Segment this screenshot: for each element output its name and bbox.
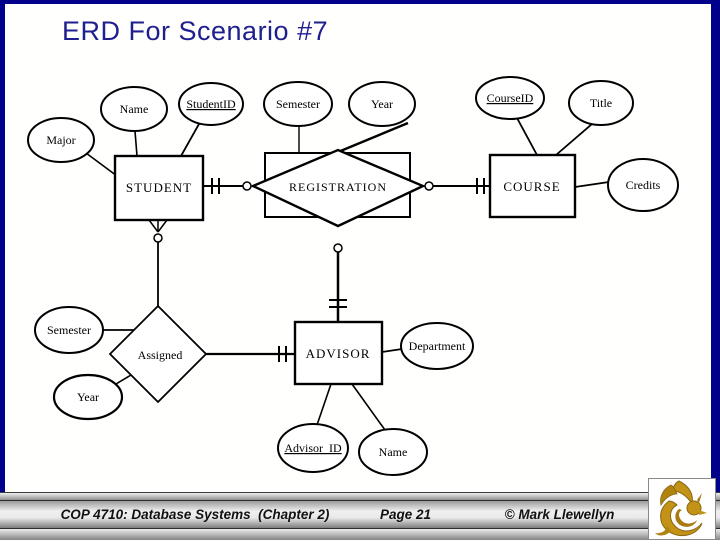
footer-strip-bottom	[0, 529, 720, 540]
cardinality-circle	[153, 233, 163, 243]
footer-course-label: COP 4710: Database Systems (Chapter 2)	[60, 507, 330, 522]
attribute-course-id: CourseID	[475, 76, 545, 120]
svg-text:Credits: Credits	[626, 178, 661, 192]
attribute-reg-year: Year	[348, 81, 416, 127]
footer-bar: COP 4710: Database Systems (Chapter 2) P…	[0, 492, 720, 540]
svg-text:Year: Year	[371, 97, 393, 111]
cardinality-circle	[424, 181, 434, 191]
attribute-student-id: StudentID	[178, 82, 244, 126]
footer-page-number: Page 21	[379, 507, 432, 522]
registration-diamond	[250, 148, 426, 228]
entity-student-label: STUDENT	[126, 180, 192, 195]
svg-text:Title: Title	[590, 96, 612, 110]
slide-border-left	[0, 0, 5, 497]
assigned-advisor-connector	[206, 346, 295, 362]
svg-text:Semester: Semester	[276, 97, 320, 111]
footer-copyright: © Mark Llewellyn	[504, 507, 615, 522]
ucf-pegasus-logo	[648, 478, 716, 540]
erd-diagram: STUDENT REGISTRATION COURSE ADVISOR Assi…	[27, 76, 679, 476]
attribute-course-credits: Credits	[607, 158, 679, 212]
entity-advisor: ADVISOR	[293, 320, 384, 386]
svg-text:Name: Name	[120, 102, 149, 116]
attribute-course-title: Title	[568, 80, 634, 126]
student-assigned-connector	[148, 219, 168, 306]
svg-text:StudentID: StudentID	[186, 97, 236, 111]
student-registration-connector	[203, 178, 252, 194]
svg-text:CourseID: CourseID	[487, 91, 534, 105]
attribute-advisor-department: Department	[400, 322, 474, 370]
footer-main-band	[0, 501, 720, 529]
svg-text:Major: Major	[46, 133, 75, 147]
entity-student: STUDENT	[113, 154, 205, 222]
entity-registration: REGISTRATION	[250, 148, 426, 228]
registration-advisor-connector	[329, 243, 347, 322]
relationship-assigned-label: Assigned	[138, 348, 183, 362]
attribute-assigned-year: Year	[52, 373, 124, 421]
svg-text:Semester: Semester	[47, 323, 91, 337]
svg-text:Department: Department	[409, 339, 466, 353]
page-title: ERD For Scenario #7	[62, 16, 329, 46]
cardinality-circle	[333, 243, 343, 253]
slide-border-top	[0, 0, 720, 4]
relationship-assigned: Assigned	[108, 304, 208, 404]
entity-registration-label: REGISTRATION	[289, 180, 387, 194]
attribute-assigned-semester: Semester	[34, 306, 104, 354]
assigned-diamond	[108, 304, 208, 404]
attribute-reg-semester: Semester	[263, 81, 333, 127]
attribute-student-name: Name	[100, 86, 168, 132]
pegasus-icon	[655, 480, 707, 537]
registration-course-connector	[424, 178, 490, 194]
crows-foot	[148, 219, 159, 233]
attribute-major: Major	[27, 117, 95, 163]
footer-strip-top	[0, 492, 720, 501]
attribute-advisor-name: Name	[358, 428, 428, 476]
svg-text:Year: Year	[77, 390, 99, 404]
attribute-advisor-id: Advisor_ID	[277, 423, 349, 473]
svg-text:Name: Name	[379, 445, 408, 459]
entity-advisor-label: ADVISOR	[306, 346, 371, 361]
cardinality-circle	[242, 181, 252, 191]
entity-course-label: COURSE	[503, 179, 560, 194]
entity-course: COURSE	[488, 153, 577, 219]
slide-border-right	[711, 0, 720, 497]
svg-text:Advisor_ID: Advisor_ID	[284, 441, 342, 455]
